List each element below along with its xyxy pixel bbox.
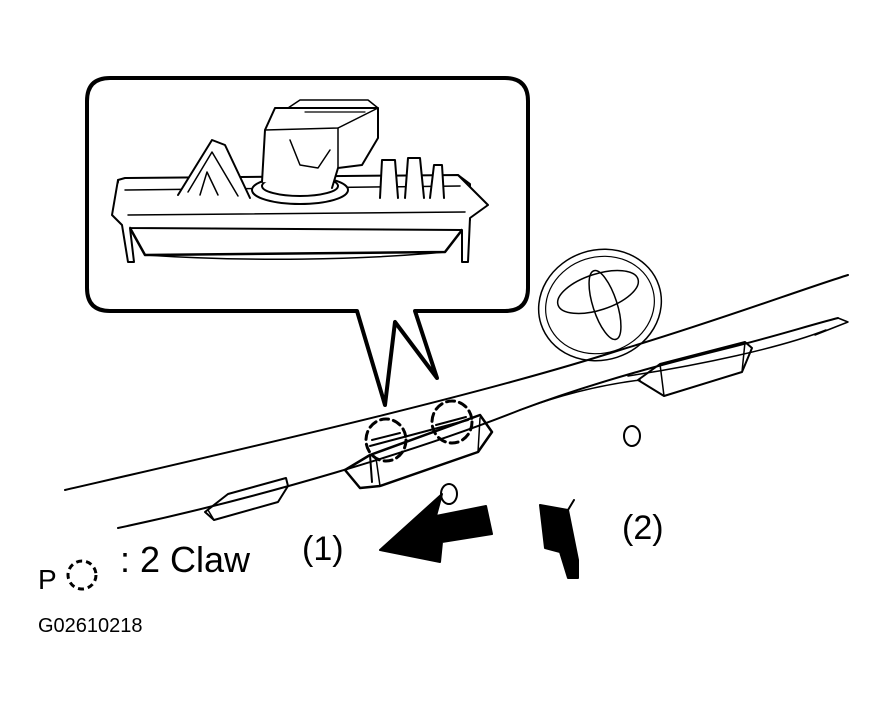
enlarged-light-unit xyxy=(111,99,489,263)
arrow-pull-step2 xyxy=(539,499,579,579)
step2-label: (2) xyxy=(622,509,664,547)
step1-label: (1) xyxy=(302,530,344,568)
left-light-recess xyxy=(204,477,289,521)
legend-marker-letter: P xyxy=(38,564,57,595)
dashed-circle-icon xyxy=(66,559,98,591)
figure-code: G02610218 xyxy=(38,615,143,637)
back-door-panel xyxy=(64,274,849,529)
brand-emblem xyxy=(537,248,663,362)
arrow-slide-step1 xyxy=(379,493,493,563)
right-light-recess xyxy=(637,341,753,397)
claw-marker-left xyxy=(364,417,408,463)
legend-text: : 2 Claw xyxy=(120,539,251,580)
license-plate-light-unit xyxy=(343,399,494,490)
claw-marker-right xyxy=(430,399,474,445)
